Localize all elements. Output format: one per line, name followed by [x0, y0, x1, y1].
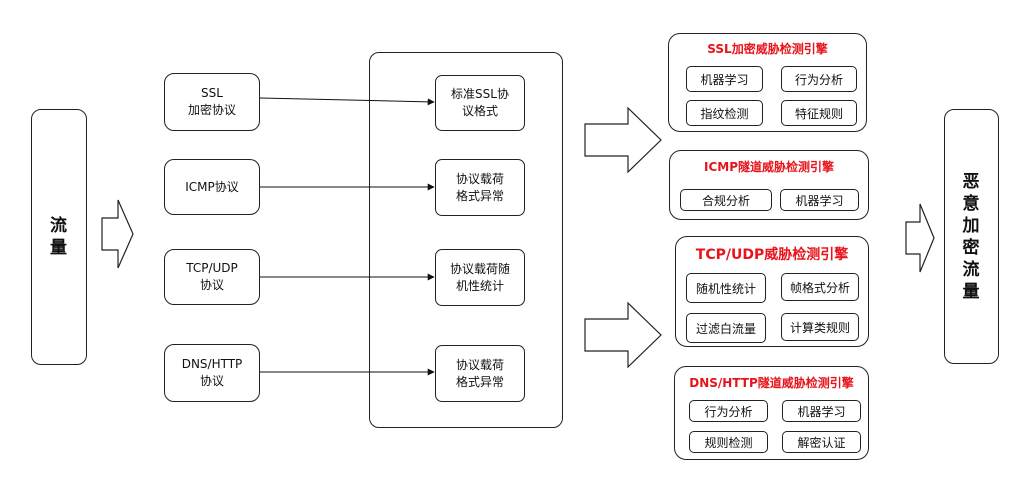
- engine-tcp-udp-method-3: 过滤白流量: [686, 313, 766, 343]
- engine-icmp-method-2: 机器学习: [780, 189, 859, 211]
- protocol-ssl-box: SSL 加密协议: [164, 73, 260, 131]
- engine-tcp-udp: TCP/UDP威胁检测引擎 随机性统计 帧格式分析 过滤白流量 计算类规则: [675, 236, 869, 347]
- malicious-encrypted-traffic-box: 恶 意 加 密 流 量: [944, 109, 999, 364]
- engine-ssl-method-3: 指纹检测: [686, 100, 763, 126]
- feature-payload-randomness-stats: 协议载荷随 机性统计: [435, 249, 525, 306]
- engine-ssl-title: SSL加密威胁检测引擎: [707, 42, 828, 56]
- engine-tcp-udp-title: TCP/UDP威胁检测引擎: [695, 247, 849, 263]
- engine-dns-http-title: DNS/HTTP隧道威胁检测引擎: [689, 376, 854, 390]
- protocol-dns-http-box: DNS/HTTP 协议: [164, 344, 260, 402]
- engine-ssl-method-2: 行为分析: [781, 66, 857, 92]
- protocol-icmp-box: ICMP协议: [164, 159, 260, 215]
- engine-ssl-method-1: 机器学习: [686, 66, 763, 92]
- engine-dns-http: DNS/HTTP隧道威胁检测引擎 行为分析 机器学习 规则检测 解密认证: [674, 366, 869, 460]
- traffic-source-box: 流 量: [31, 109, 87, 365]
- engine-icmp-title: ICMP隧道威胁检测引擎: [703, 160, 834, 174]
- engine-tcp-udp-method-4: 计算类规则: [781, 313, 859, 341]
- engine-dns-http-method-4: 解密认证: [782, 431, 861, 453]
- engine-dns-http-method-2: 机器学习: [782, 400, 861, 422]
- engine-icmp-method-1: 合规分析: [680, 189, 772, 211]
- protocol-tcp-udp-box: TCP/UDP 协议: [164, 249, 260, 305]
- block-arrow-features-to-lower-engines: [584, 301, 662, 369]
- feature-standard-ssl-format: 标准SSL协 议格式: [435, 75, 525, 131]
- engine-ssl-method-4: 特征规则: [781, 100, 857, 126]
- block-arrow-traffic-to-protocols: [101, 199, 134, 269]
- engine-tcp-udp-method-1: 随机性统计: [686, 273, 766, 303]
- feature-payload-format-anomaly-icmp: 协议载荷 格式异常: [435, 159, 525, 216]
- block-arrow-features-to-upper-engines: [584, 106, 662, 174]
- engine-dns-http-method-1: 行为分析: [689, 400, 768, 422]
- feature-payload-format-anomaly-dns: 协议载荷 格式异常: [435, 345, 525, 402]
- engine-tcp-udp-method-2: 帧格式分析: [781, 273, 859, 301]
- block-arrow-engines-to-result: [905, 203, 935, 273]
- engine-ssl: SSL加密威胁检测引擎 机器学习 行为分析 指纹检测 特征规则: [668, 33, 867, 132]
- engine-icmp: ICMP隧道威胁检测引擎 合规分析 机器学习: [669, 150, 869, 220]
- engine-dns-http-method-3: 规则检测: [689, 431, 768, 453]
